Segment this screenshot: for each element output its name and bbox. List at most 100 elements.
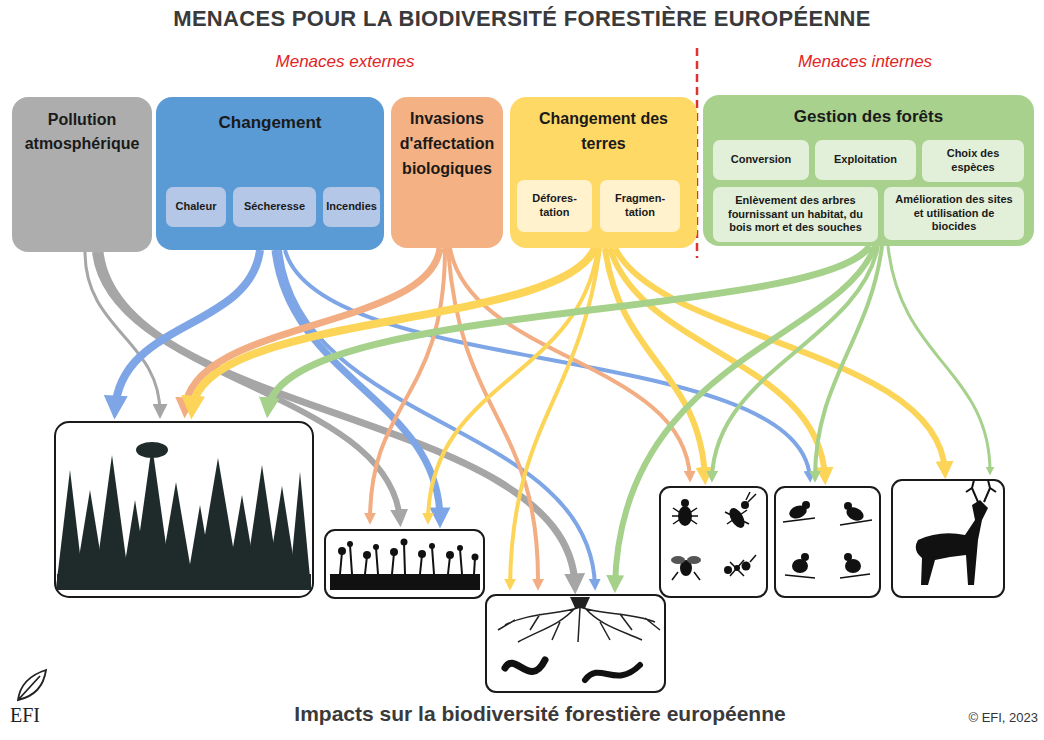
diagram-caption: Impacts sur la biodiversité forestière e… [180, 702, 900, 726]
impact-arrow [268, 246, 870, 410]
factor-box: Sécheresse [233, 187, 316, 227]
impact-arrow [192, 248, 595, 410]
factor-box: Conversion [713, 140, 809, 180]
soil-life [498, 597, 660, 680]
fly-wing [671, 556, 685, 564]
group-label: Menaces internes [760, 52, 970, 72]
birds-box [775, 487, 880, 597]
ant-legs [730, 555, 756, 576]
forest-ground [57, 574, 311, 590]
diagram-title: MENACES POUR LA BIODIVERSITÉ FORESTIÈRE … [0, 6, 1044, 32]
ant-part [742, 562, 751, 571]
branches [783, 518, 872, 578]
box-text: Amélioration des sites et utilisation de… [892, 193, 1016, 234]
deer-body [916, 500, 988, 585]
threat-box: Changement des terresDéfores-tation Fragm… [510, 97, 697, 248]
bird-head [802, 501, 810, 509]
impact-arrow [280, 250, 595, 586]
fly-wing [687, 556, 701, 564]
box-heading: Changement [165, 111, 375, 135]
box-heading: Invasions d'affectation biologiques [392, 106, 502, 181]
factor-box: Défores-tation [517, 180, 592, 232]
insects [671, 492, 756, 580]
tree [289, 472, 311, 588]
impact-arrow [888, 246, 990, 472]
factor-box: Incendies [323, 187, 380, 227]
box-text: Fragmen-tation [610, 192, 670, 220]
roots [498, 607, 660, 642]
threat-box: Invasions d'affectation biologiques [391, 97, 503, 248]
impact-arrow [712, 246, 878, 478]
impact-arrow [95, 252, 400, 520]
bird-body [792, 559, 808, 573]
plant-head [338, 547, 346, 555]
ant-part [724, 566, 732, 574]
box-heading: Changement des terres [539, 106, 669, 156]
soil-box [486, 595, 665, 692]
box-text: Conversion [731, 153, 792, 167]
box-heading: Gestion des forêts [719, 105, 1019, 129]
factor-box: Amélioration des sites et utilisation de… [884, 187, 1024, 240]
forest-silhouette [56, 442, 311, 590]
plant-head [429, 543, 435, 549]
logo-leaf [18, 670, 46, 700]
beetle-head [681, 499, 689, 507]
bird-head [844, 502, 852, 510]
earthworm [585, 665, 640, 680]
factor-box: Exploitation [815, 140, 916, 180]
beetle-legs [672, 508, 698, 524]
fly-legs [672, 572, 700, 580]
tree-crown [136, 442, 168, 458]
bird-body [845, 559, 861, 573]
impact-arrow [815, 246, 882, 478]
box-heading: Pollution atmosphérique [17, 108, 147, 156]
impact-arrow [185, 248, 440, 410]
impact-arrow [510, 248, 600, 586]
impact-arrow [428, 248, 598, 520]
birds [783, 501, 872, 578]
plant-head [373, 544, 379, 550]
factor-box: Choix des espèces [922, 140, 1024, 182]
threat-box: Pollution atmosphérique [12, 97, 152, 252]
impact-arrow [615, 246, 875, 586]
stag-beetle-legs [725, 492, 756, 524]
threat-box: ChangementChaleur Sécheresse Incendies [156, 97, 384, 250]
factor-box: Enlèvement des arbres fournissant un hab… [713, 187, 878, 242]
mammals-box [892, 480, 1004, 597]
plant-head [418, 550, 426, 558]
box-text: Incendies [326, 200, 377, 214]
factor-box: Fragmen-tation [600, 180, 680, 232]
group-label: Menaces externes [240, 52, 450, 72]
box-text: Enlèvement des arbres fournissant un hab… [717, 194, 874, 235]
ground-plants [330, 539, 480, 591]
tree-trunk [570, 597, 590, 608]
tree [158, 482, 194, 588]
insects-box [660, 487, 767, 597]
box-text: Choix des espèces [936, 147, 1010, 175]
deer-antlers [966, 480, 996, 502]
box-text: Sécheresse [244, 200, 305, 214]
copyright-note: © EFI, 2023 [920, 710, 1038, 725]
plant-head [401, 539, 408, 546]
plant-head [446, 551, 454, 559]
impact-arrows [85, 246, 990, 586]
threat-box: Gestion des forêtsConversion Exploitation… [703, 95, 1034, 246]
factor-box: Chaleur [166, 187, 226, 227]
deer [916, 480, 996, 585]
bird-head [801, 553, 809, 561]
plant-stems [340, 543, 475, 574]
plant-head [457, 545, 463, 551]
ground-strip [330, 574, 480, 590]
plant-head [347, 541, 353, 547]
stag-beetle-head [741, 501, 749, 509]
forest-box [55, 422, 313, 597]
plant-head [472, 554, 479, 561]
box-text: Exploitation [834, 153, 897, 167]
plant-head [363, 551, 371, 559]
box-text: Chaleur [176, 200, 217, 214]
box-text: Défores-tation [525, 192, 584, 220]
logo-text: EFI [10, 704, 70, 727]
centipede [505, 660, 545, 672]
ground-flora-box [325, 530, 484, 598]
